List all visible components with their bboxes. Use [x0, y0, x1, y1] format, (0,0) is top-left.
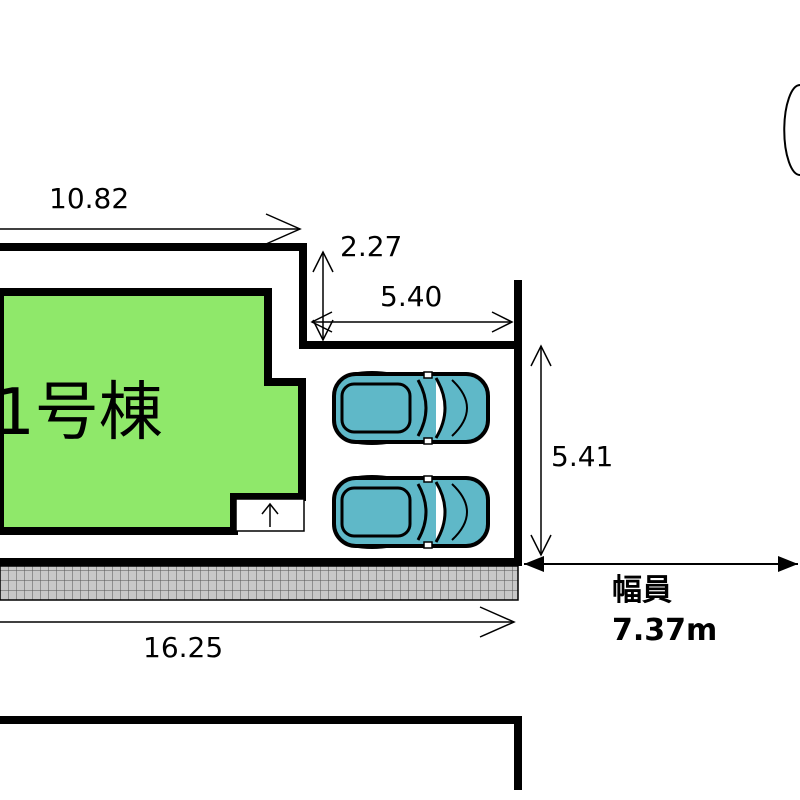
- road-label: 幅員: [612, 573, 672, 608]
- dimension-parking-width: 5.40: [310, 280, 514, 333]
- dimension-offset: 2.27: [312, 230, 402, 342]
- road-width-arrow: [524, 556, 798, 572]
- up-arrow-icon: [261, 502, 279, 527]
- dimension-parking-width-label: 5.40: [380, 280, 442, 313]
- sidewalk-strip: [0, 565, 519, 601]
- building-footprint: [0, 288, 306, 535]
- opposite-lot-boundary: [0, 716, 522, 790]
- dimension-frontage-label: 16.25: [143, 631, 223, 664]
- road-width-value: 7.37m: [612, 613, 717, 648]
- dimension-top-width-label: 10.82: [49, 182, 129, 215]
- car-icon: [332, 474, 490, 550]
- dimension-parking-depth-label: 5.41: [551, 440, 613, 473]
- entrance-marker: [235, 498, 305, 532]
- building-label: 1号棟: [0, 376, 163, 450]
- dimension-top-width: 10.82: [0, 182, 302, 245]
- dimension-parking-depth: 5.41: [530, 344, 613, 557]
- north-compass-icon: [783, 84, 800, 176]
- dimension-frontage: 16.25: [0, 606, 516, 664]
- car-icon: [332, 370, 490, 446]
- dimension-offset-label: 2.27: [340, 230, 402, 263]
- lot-boundary: [0, 243, 514, 349]
